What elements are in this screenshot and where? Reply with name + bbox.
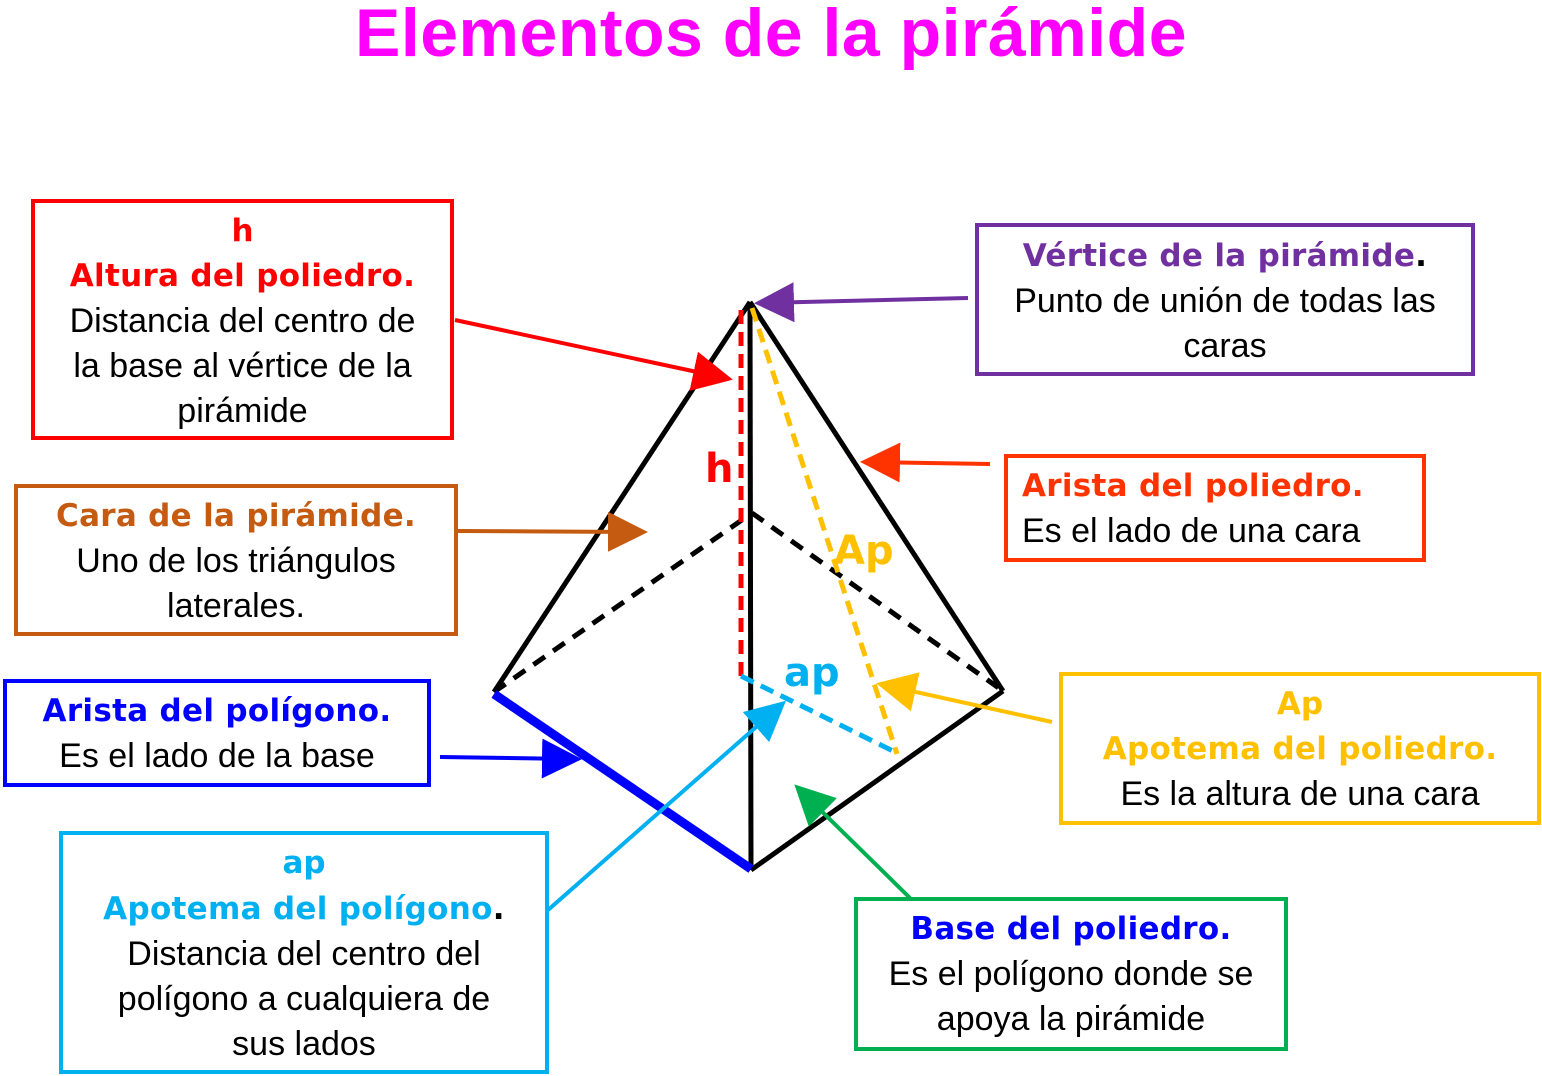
altura-heading: Altura del poliedro. [69, 258, 416, 294]
box-vertice: Vértice de la pirámide. Punto de unión d… [975, 223, 1475, 376]
cara-line: laterales. [167, 587, 305, 625]
base-line: apoya la pirámide [936, 1000, 1206, 1038]
arista-poligono-line: Es el lado de la base [59, 737, 375, 775]
arrow-apotema-poliedro [876, 672, 1053, 724]
box-arista-poliedro: Arista del poliedro. Es el lado de una c… [1004, 454, 1426, 562]
apotema-poligono-line: polígono a cualquiera de [117, 980, 491, 1018]
arrow-vertice [754, 282, 969, 323]
box-cara: Cara de la pirámide. Uno de los triángul… [14, 484, 458, 636]
arrow-arista-poligono [439, 738, 582, 779]
arista-poliedro-line: Es el lado de una cara [1022, 512, 1361, 550]
label-ap: ap [784, 650, 840, 696]
vertice-line: caras [1183, 327, 1267, 365]
arrow-arista-poliedro [860, 442, 991, 483]
box-arista-poligono: Arista del polígono. Es el lado de la ba… [3, 679, 431, 787]
arrow-cara [457, 511, 648, 552]
arrow-base [794, 784, 912, 900]
cara-heading: Cara de la pirámide. [56, 498, 416, 534]
box-apotema-poligono: ap Apotema del polígono. Distancia del c… [59, 831, 549, 1074]
arista-poligono-heading: Arista del polígono. [42, 693, 392, 729]
cara-line: Uno de los triángulos [76, 542, 396, 580]
altura-line: la base al vértice de la [73, 347, 412, 385]
arista-poliedro-heading: Arista del poliedro. [1022, 468, 1364, 504]
apotema-poligono-line: sus lados [232, 1025, 376, 1063]
vertice-line: Punto de unión de todas las [1014, 282, 1436, 320]
apotema-poligono-symbol: ap [282, 845, 326, 881]
pyramid-edges [491, 300, 1006, 873]
apotema-poligono-heading: Apotema del polígono [103, 891, 493, 927]
altura-line: pirámide [177, 392, 308, 430]
polygon-edge-highlight [491, 690, 754, 873]
base-line: Es el polígono donde se [888, 955, 1254, 993]
apotema-poliedro-symbol: Ap [1276, 686, 1324, 722]
arrow-apotema-poligono [546, 700, 787, 912]
label-h: h [705, 446, 734, 492]
box-base: Base del poliedro. Es el polígono donde … [854, 897, 1288, 1051]
apotema-poligono-heading-period: . [492, 891, 505, 927]
base-heading: Base del poliedro. [910, 911, 1232, 947]
arrow-altura [454, 318, 733, 391]
box-altura: h Altura del poliedro. Distancia del cen… [31, 199, 454, 440]
box-apotema-poliedro: Ap Apotema del poliedro. Es la altura de… [1059, 672, 1541, 825]
altura-symbol: h [231, 213, 254, 249]
polygon-apothem-line [739, 673, 897, 755]
polyhedron-apothem-line [749, 307, 900, 755]
label-Ap: Ap [834, 528, 894, 574]
vertice-heading-period: . [1415, 238, 1428, 274]
apotema-poliedro-line: Es la altura de una cara [1120, 775, 1480, 813]
apotema-poligono-line: Distancia del centro del [127, 935, 481, 973]
page-title: Elementos de la pirámide [354, 0, 1188, 71]
apotema-poliedro-heading: Apotema del poliedro. [1102, 731, 1498, 767]
hidden-base-edges [492, 510, 1005, 695]
altura-line: Distancia del centro de [69, 302, 416, 340]
vertice-heading: Vértice de la pirámide [1022, 238, 1416, 274]
